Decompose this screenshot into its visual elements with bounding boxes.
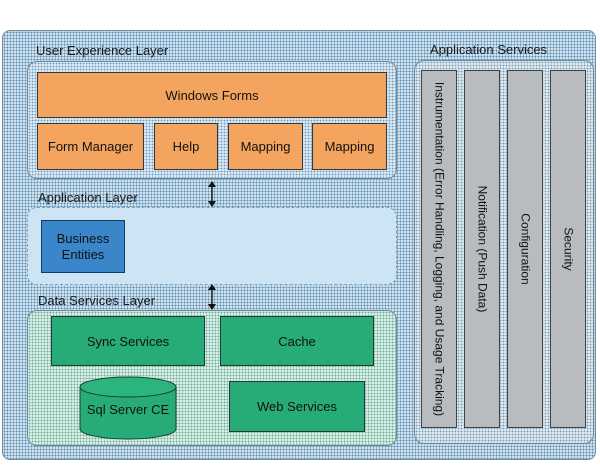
app-layer-title: Application Layer: [38, 190, 138, 205]
ux-layer-title: User Experience Layer: [36, 43, 169, 58]
app-data-double-arrow: [208, 284, 216, 310]
mapping-box-1: Mapping: [228, 123, 303, 170]
app-services-title: Application Services: [430, 42, 548, 57]
database-cylinder-icon: [79, 376, 177, 440]
notification-label: Notification (Push Data): [475, 185, 490, 313]
configuration-label: Configuration: [518, 213, 533, 285]
cylinder-top: [79, 376, 177, 398]
form-manager-box: Form Manager: [37, 123, 144, 170]
security-label: Security: [561, 227, 576, 271]
windows-forms-box: Windows Forms: [37, 72, 387, 118]
data-layer-title: Data Services Layer: [38, 293, 156, 308]
cache-box: Cache: [220, 316, 374, 366]
notification-column: Notification (Push Data): [464, 70, 500, 428]
instrumentation-label: Instrumentation (Error Handling, Logging…: [432, 81, 447, 417]
web-services-box: Web Services: [229, 381, 365, 432]
ux-app-double-arrow: [208, 181, 216, 207]
sql-server-ce-label: Sql Server CE: [86, 401, 170, 417]
business-entities-box: Business Entities: [41, 220, 125, 273]
help-box: Help: [154, 123, 218, 170]
sync-services-box: Sync Services: [51, 316, 205, 366]
mapping-box-2: Mapping: [312, 123, 387, 170]
cylinder-body: [79, 387, 177, 440]
configuration-column: Configuration: [507, 70, 543, 428]
security-column: Security: [550, 70, 586, 428]
instrumentation-column: Instrumentation (Error Handling, Logging…: [421, 70, 457, 428]
